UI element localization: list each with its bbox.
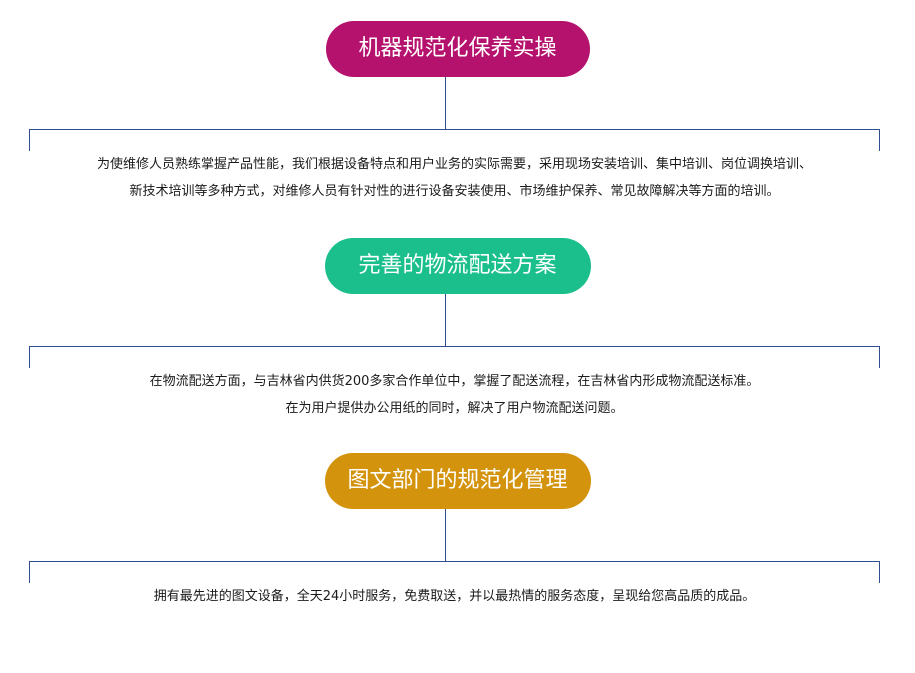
section-1-bracket (29, 129, 880, 151)
section-2-bracket (29, 346, 880, 368)
section-3-connector-line (445, 509, 446, 561)
section-1-description: 为使维修人员熟练掌握产品性能，我们根据设备特点和用户业务的实际需要，采用现场安装… (30, 151, 879, 205)
section-3-line-1: 拥有最先进的图文设备，全天24小时服务，免费取送，并以最热情的服务态度，呈现给您… (153, 589, 756, 604)
section-1-title-pill: 机器规范化保养实操 (325, 21, 590, 77)
section-2-description: 在物流配送方面，与吉林省内供货200多家合作单位中，掌握了配送流程，在吉林省内形… (30, 368, 879, 422)
section-1-line-2: 新技术培训等多种方式，对维修人员有针对性的进行设备安装使用、市场维护保养、常见故… (129, 184, 780, 199)
section-3-bracket (29, 561, 880, 583)
section-1-connector-line (445, 77, 446, 129)
section-2-connector-line (445, 294, 446, 346)
section-3-title-pill: 图文部门的规范化管理 (324, 453, 591, 509)
section-2-line-1: 在物流配送方面，与吉林省内供货200多家合作单位中，掌握了配送流程，在吉林省内形… (149, 374, 760, 389)
section-2-line-2: 在为用户提供办公用纸的同时，解决了用户物流配送问题。 (285, 401, 624, 416)
section-1-line-1: 为使维修人员熟练掌握产品性能，我们根据设备特点和用户业务的实际需要，采用现场安装… (96, 157, 812, 172)
section-3-description: 拥有最先进的图文设备，全天24小时服务，免费取送，并以最热情的服务态度，呈现给您… (30, 583, 879, 610)
section-2-title-pill: 完善的物流配送方案 (324, 238, 591, 294)
